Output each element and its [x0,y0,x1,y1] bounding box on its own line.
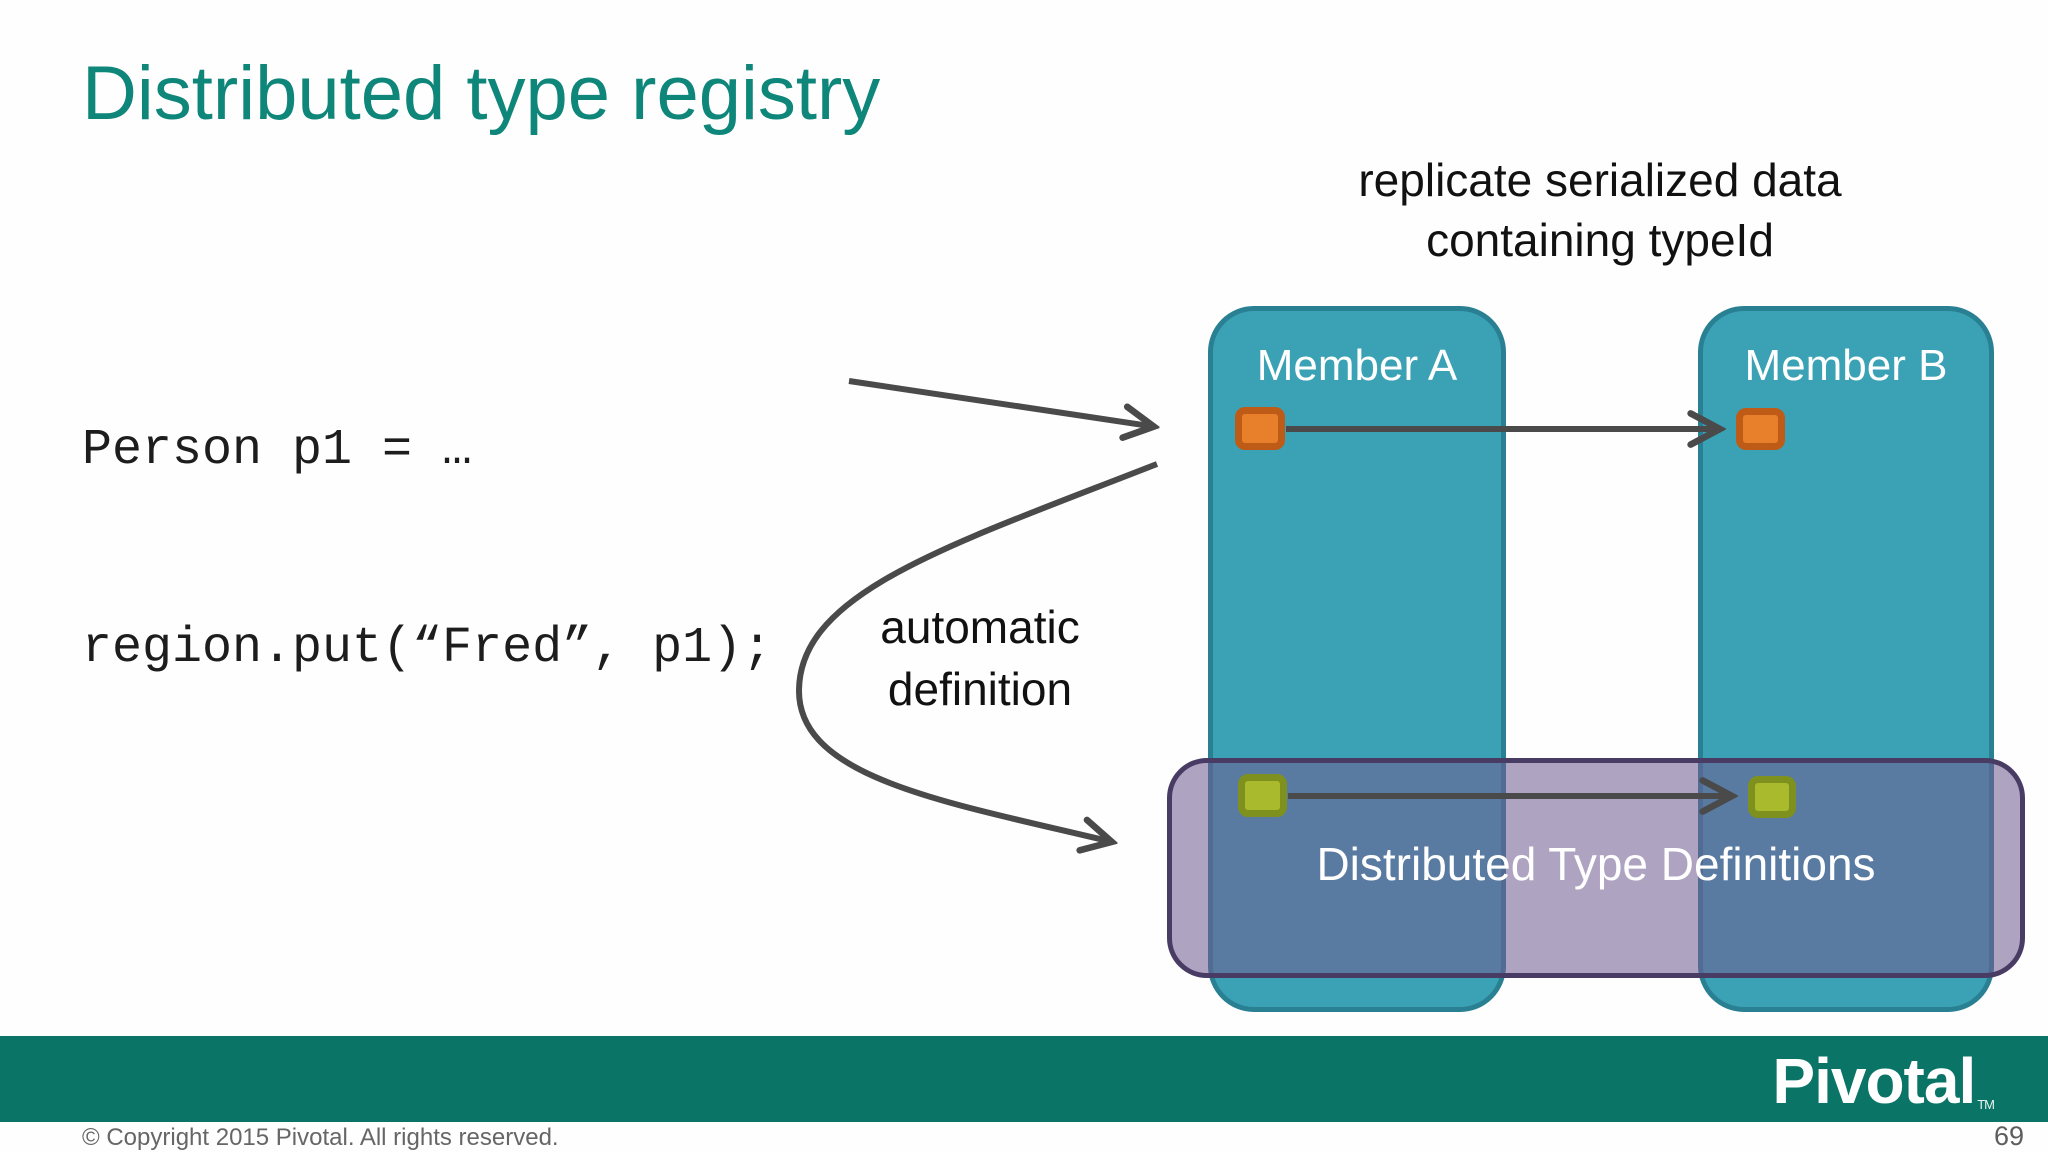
page-number: 69 [1993,1121,2024,1151]
code-snippet: Person p1 = … region.put(“Fred”, p1); [82,286,772,814]
automatic-annotation-line1: automatic [880,601,1080,653]
member-b-label: Member B [1744,341,1948,390]
distributed-type-definitions-band: Distributed Type Definitions [1167,758,2025,978]
trademark-symbol: TM [1977,1097,1995,1112]
type-definition-marker-b-icon [1748,776,1796,818]
copyright-text: © Copyright 2015 Pivotal. All rights res… [82,1124,559,1151]
pivotal-logo-text: Pivotal [1772,1045,1976,1117]
member-a-label: Member A [1256,341,1458,390]
serialized-data-marker-a-icon [1235,407,1285,450]
replicate-annotation: replicate serialized data containing typ… [1240,150,1960,270]
code-line-1: Person p1 = … [82,422,473,479]
code-put-arrow [848,378,1150,426]
replicate-annotation-line1: replicate serialized data [1358,154,1842,206]
automatic-annotation-line2: definition [887,663,1073,715]
replicate-annotation-line2: containing typeId [1426,214,1774,266]
code-line-2: region.put(“Fred”, p1); [82,620,773,677]
serialized-data-marker-b-icon [1736,408,1785,450]
automatic-definition-annotation: automatic definition [780,596,1180,720]
slide-title: Distributed type registry [82,51,881,136]
type-definition-marker-a-icon [1238,774,1287,817]
distributed-type-definitions-label: Distributed Type Definitions [1316,838,1876,890]
